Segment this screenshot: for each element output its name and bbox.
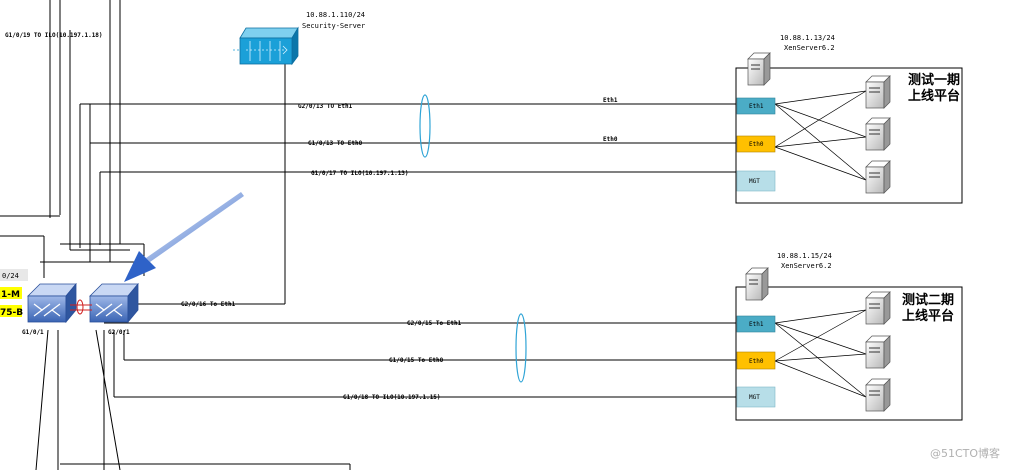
platform-2: 10.88.1.15/24 XenServer6.2 测试二期 上线平台 Eth… xyxy=(735,252,963,421)
platform-2-port-eth0-label: Eth0 xyxy=(749,358,764,365)
security-server-ip: 10.88.1.110/24 xyxy=(306,11,365,19)
watermark: @51CTO博客 xyxy=(930,446,1000,460)
platform-1-mesh xyxy=(774,90,867,181)
platform-2-ip: 10.88.1.15/24 xyxy=(777,252,832,260)
platform-1-ip: 10.88.1.13/24 xyxy=(780,34,835,42)
switch-label-bg xyxy=(0,269,28,281)
server-icon xyxy=(865,291,891,325)
server-icon xyxy=(865,335,891,369)
platform-2-model: XenServer6.2 xyxy=(781,262,832,270)
platform-1-frame xyxy=(735,67,963,204)
stack-link xyxy=(70,299,92,315)
link-label-g2-0-13: G2/0/13 TO Eth1 xyxy=(298,103,353,110)
platform-2-frame xyxy=(735,286,963,421)
lag-ellipse-top xyxy=(419,94,431,158)
platform-1-title-line2: 上线平台 xyxy=(908,88,960,104)
platform-2-title-line1: 测试二期 xyxy=(902,292,954,308)
platform-1-port-mgt-label: MGT xyxy=(749,178,760,185)
switch-icon xyxy=(27,282,77,324)
platform-1-port-eth0-label: Eth0 xyxy=(749,141,764,148)
platform-2-port-mgt xyxy=(736,386,776,408)
arrow-icon xyxy=(124,192,244,282)
server-icon xyxy=(865,117,891,151)
security-server-icon xyxy=(233,26,299,66)
platform-1-port-eth1-label: Eth1 xyxy=(749,103,764,110)
link-label-g1-0-19: G1/0/19 TO ILO(10.197.1.18) xyxy=(5,32,103,39)
switch-name-2: 75-B xyxy=(0,308,23,318)
security-server: 10.88.1.110/24 Security-Server xyxy=(233,11,365,66)
switch-icon xyxy=(89,282,139,324)
platform-2-port-mgt-label: MGT xyxy=(749,394,760,401)
link-tag-eth1-top: Eth1 xyxy=(603,97,618,104)
platform-2-mesh xyxy=(774,309,867,398)
link-label-g2-0-15: G2/0/15 To Eth1 xyxy=(407,320,462,327)
switch-stack: 0/24 1-M 75-B G1/0/1 xyxy=(0,269,139,336)
platform-1-port-eth1 xyxy=(736,97,776,115)
platform-2-port-eth1-label: Eth1 xyxy=(749,321,764,328)
lag-ellipses xyxy=(419,94,527,383)
lag-ellipse-bottom xyxy=(515,313,527,383)
platform-1-port-mgt xyxy=(736,170,776,192)
platform-1-title-line1: 测试一期 xyxy=(908,72,960,88)
server-icon xyxy=(865,75,891,109)
platform-2-title-line2: 上线平台 xyxy=(902,308,954,324)
link-label-g1-0-18: G1/0/18 TO ILO(10.197.1.15) xyxy=(343,394,441,401)
server-icon xyxy=(745,267,769,301)
platform-1: 10.88.1.13/24 XenServer6.2 测试一期 上线平台 Eth… xyxy=(735,34,963,204)
switch-name-highlight-2 xyxy=(0,305,22,317)
link-label-g1-0-13: G1/0/13 TO Eth0 xyxy=(308,140,363,147)
switch-name-1: 1-M xyxy=(1,290,20,300)
server-icon xyxy=(865,160,891,194)
server-icon xyxy=(747,52,771,86)
link-label-g1-0-17: G1/0/17 TO ILO(10.197.1.13) xyxy=(311,170,409,177)
link-labels: G1/0/19 TO ILO(10.197.1.18) G2/0/13 TO E… xyxy=(5,32,618,401)
link-label-g2-0-16: G2/0/16 To Eth1 xyxy=(181,301,236,308)
switch-name-highlight-1 xyxy=(0,287,22,299)
platform-2-port-eth1 xyxy=(736,315,776,333)
platform-2-port-eth0 xyxy=(736,351,776,370)
link-label-g1-0-15: G1/0/15 To Eth0 xyxy=(389,357,444,364)
platform-1-port-eth0 xyxy=(736,135,776,153)
switch-port-left: G1/0/1 xyxy=(22,329,44,336)
link-tag-eth0-top: Eth0 xyxy=(603,136,618,143)
security-server-name: Security-Server xyxy=(302,22,365,30)
switch-port-right: G2/0/1 xyxy=(108,329,130,336)
server-icon xyxy=(865,378,891,412)
platform-1-model: XenServer6.2 xyxy=(784,44,835,52)
switch-subnet: 0/24 xyxy=(2,272,19,280)
